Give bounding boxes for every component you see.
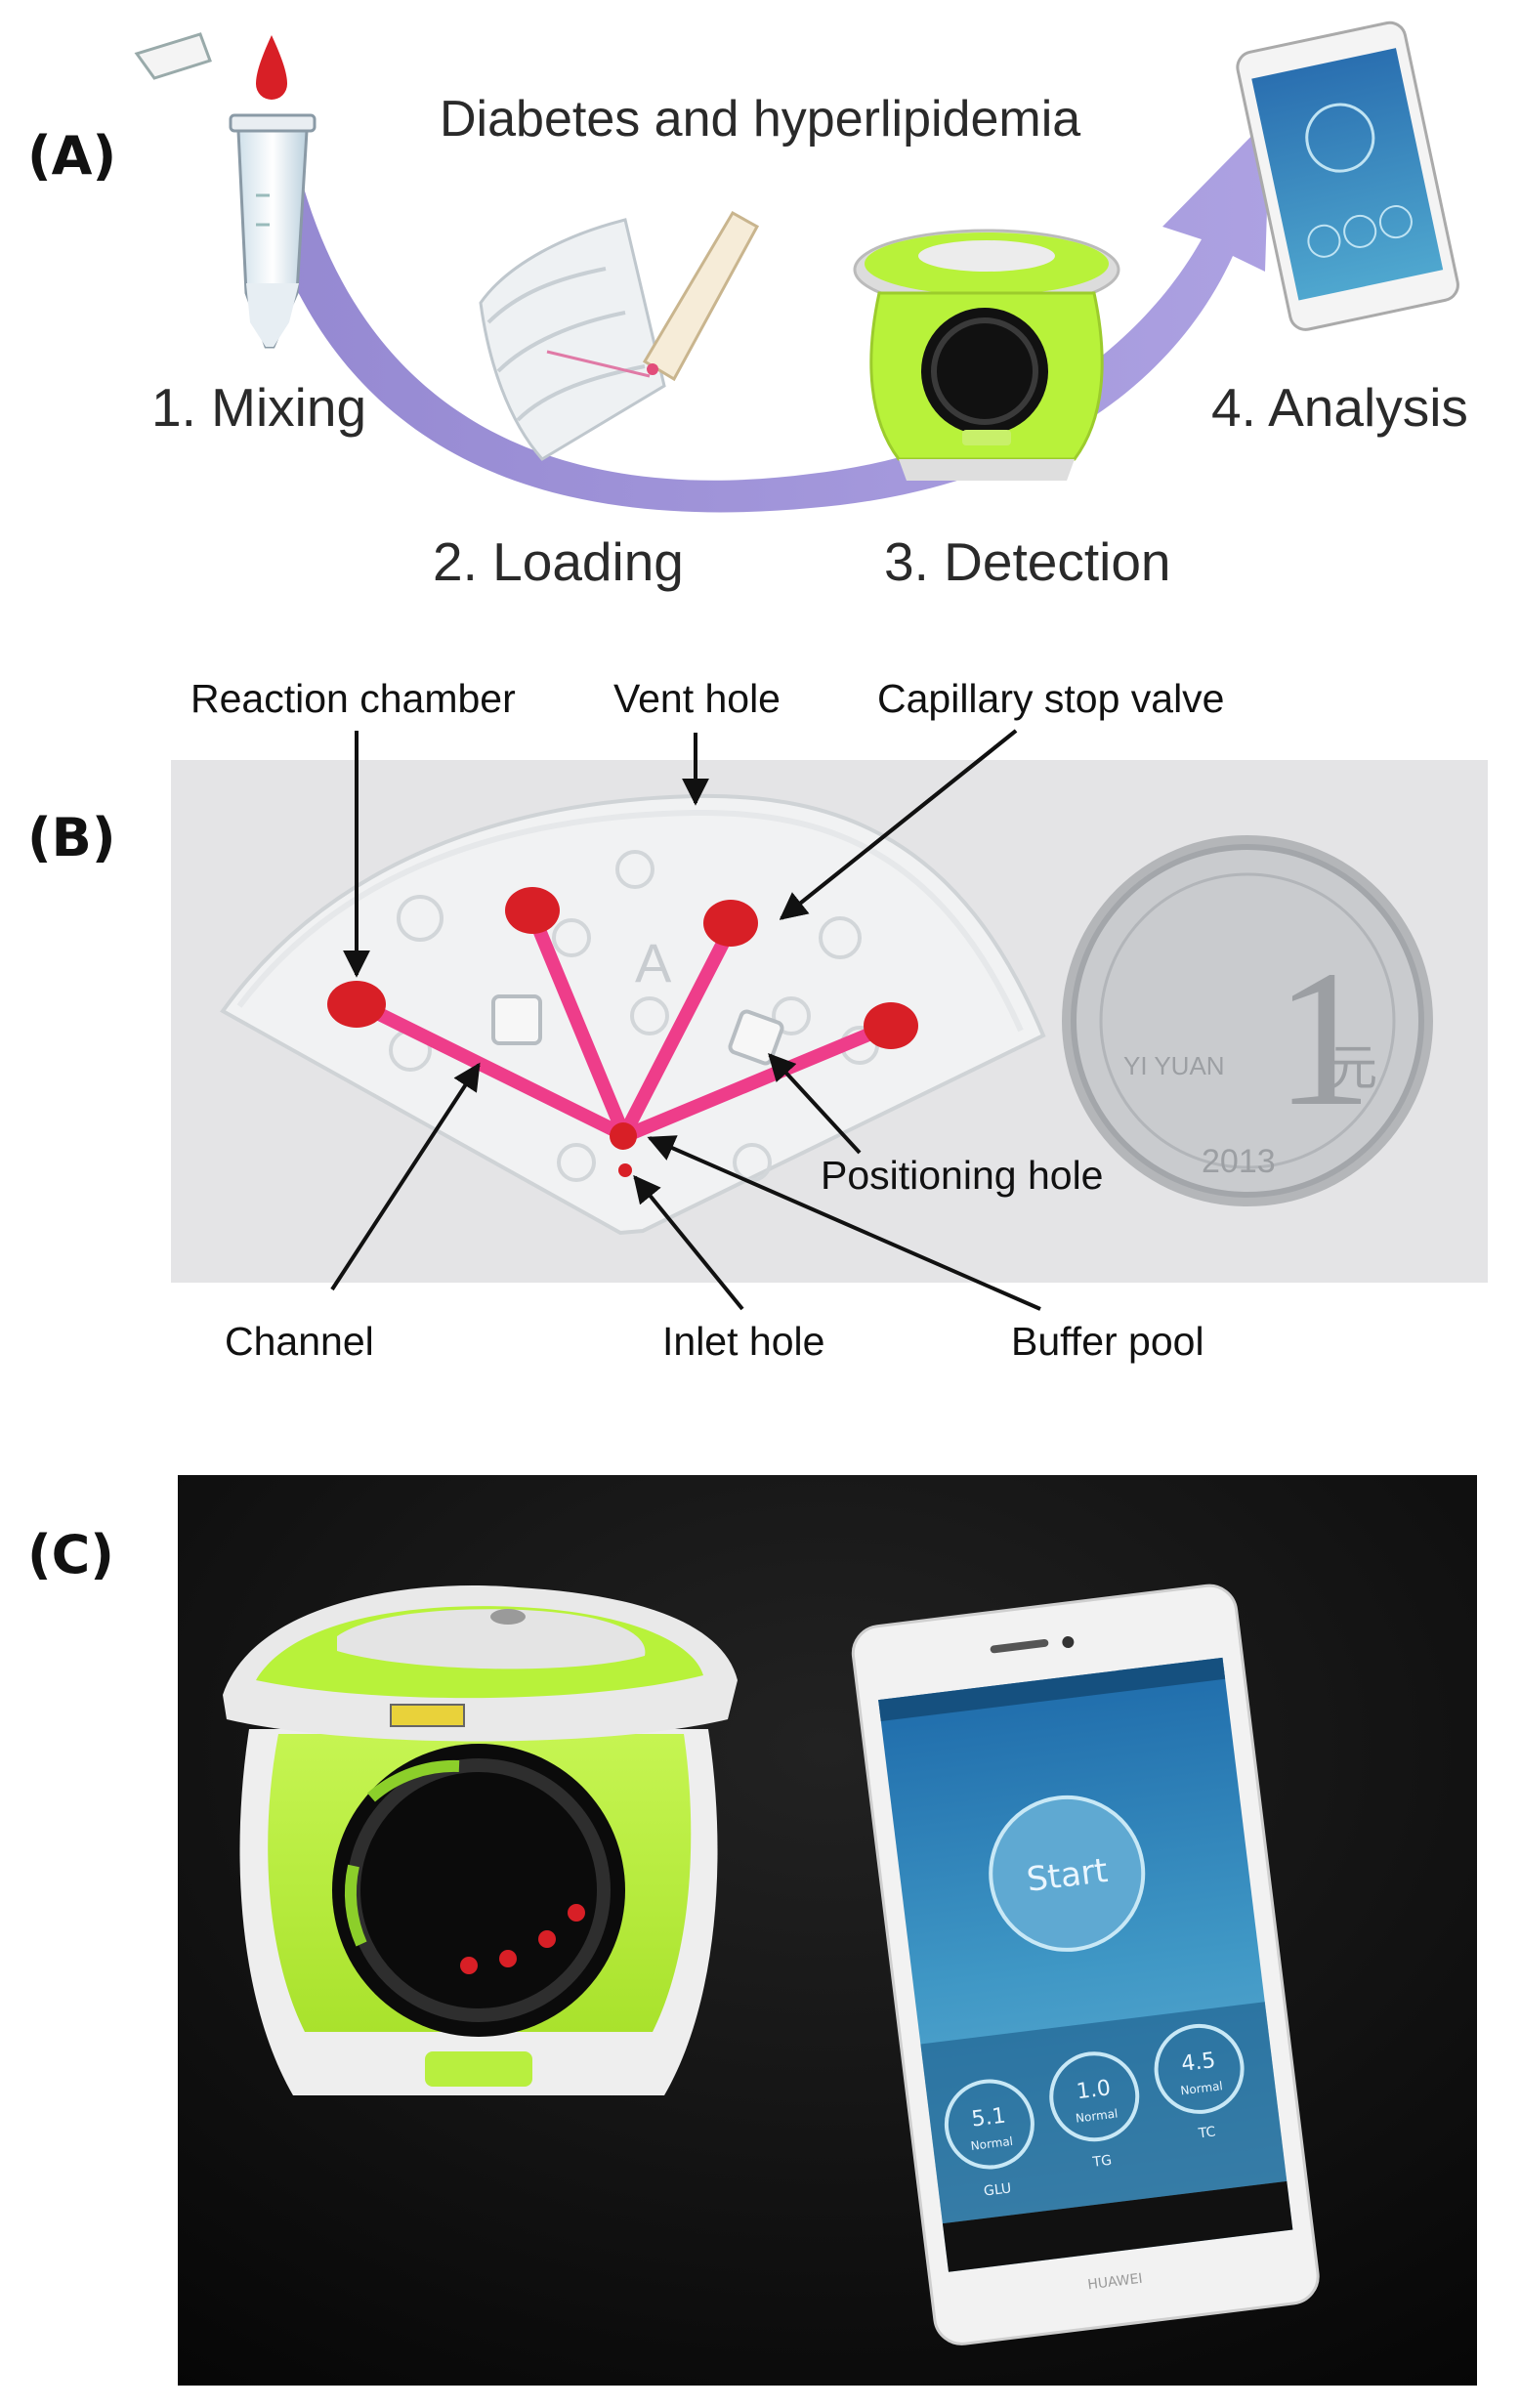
result-glu: 5.1 Normal GLU xyxy=(944,2079,1034,2200)
phone-icon xyxy=(1236,21,1459,331)
callout-channel: Channel xyxy=(225,1319,374,1364)
step-1-label: 1. Mixing xyxy=(151,377,367,438)
panel-a-illustration xyxy=(134,21,1459,513)
channels xyxy=(357,907,892,1142)
buffer-pool-dot xyxy=(610,1122,637,1150)
step-4-label: 4. Analysis xyxy=(1211,377,1468,438)
panel-a-title: Diabetes and hyperlipidemia xyxy=(440,91,1081,148)
svg-text:1.0: 1.0 xyxy=(1076,2076,1113,2104)
svg-text:4.5: 4.5 xyxy=(1180,2049,1217,2077)
panel-c-label: (C) xyxy=(27,1524,114,1585)
coin: 1 元 YI YUAN 2013 xyxy=(1062,835,1433,1206)
callout-positioning-hole: Positioning hole xyxy=(821,1153,1104,1198)
callout-inlet-hole: Inlet hole xyxy=(662,1319,825,1364)
step-3-label: 3. Detection xyxy=(884,531,1171,592)
positioning-hole-left xyxy=(491,994,542,1045)
coin-romanized: YI YUAN xyxy=(1123,1051,1225,1080)
loading-chip-icon xyxy=(479,210,760,461)
callout-arrows xyxy=(330,729,1041,1311)
callout-vent-hole: Vent hole xyxy=(613,676,781,721)
detector-device xyxy=(223,1584,738,2095)
coin-currency: 元 xyxy=(1329,1039,1377,1096)
callout-reaction-chamber: Reaction chamber xyxy=(190,676,516,721)
positioning-hole-right xyxy=(728,1009,784,1066)
step-2-label: 2. Loading xyxy=(433,531,684,592)
svg-text:5.1: 5.1 xyxy=(970,2104,1007,2133)
smartphone: Start 5.1 Normal GLU 1.0 Normal TG 4.5 N… xyxy=(851,1584,1320,2345)
svg-text:TC: TC xyxy=(1197,2124,1217,2141)
detector-device-icon xyxy=(853,229,1120,481)
reaction-chambers xyxy=(327,887,918,1049)
chip-mark: A xyxy=(635,932,672,993)
svg-text:Normal: Normal xyxy=(970,2134,1014,2153)
svg-text:TG: TG xyxy=(1091,2153,1113,2171)
start-button xyxy=(989,1795,1146,1952)
panel-a-label: (A) xyxy=(27,125,117,187)
phone-brand: HUAWEI xyxy=(1087,2271,1144,2294)
result-tg: 1.0 Normal TG xyxy=(1049,2051,1140,2171)
svg-text:Normal: Normal xyxy=(1180,2079,1224,2097)
panel-b-label: (B) xyxy=(27,807,116,868)
blood-drop-icon xyxy=(256,35,287,100)
coin-year: 2013 xyxy=(1202,1143,1276,1180)
callout-capillary-stop-valve: Capillary stop valve xyxy=(877,676,1225,721)
result-tc: 4.5 Normal TC xyxy=(1154,2023,1245,2142)
panel-b-photo: A 1 元 YI YUAN 2013 xyxy=(171,729,1488,1311)
callout-buffer-pool: Buffer pool xyxy=(1011,1319,1204,1364)
svg-text:GLU: GLU xyxy=(983,2180,1012,2199)
tube-icon xyxy=(134,32,317,349)
svg-text:Normal: Normal xyxy=(1075,2106,1119,2125)
positioning-rings xyxy=(389,850,879,1182)
coin-value: 1 xyxy=(1275,931,1372,1147)
inlet-hole-dot xyxy=(618,1163,632,1177)
